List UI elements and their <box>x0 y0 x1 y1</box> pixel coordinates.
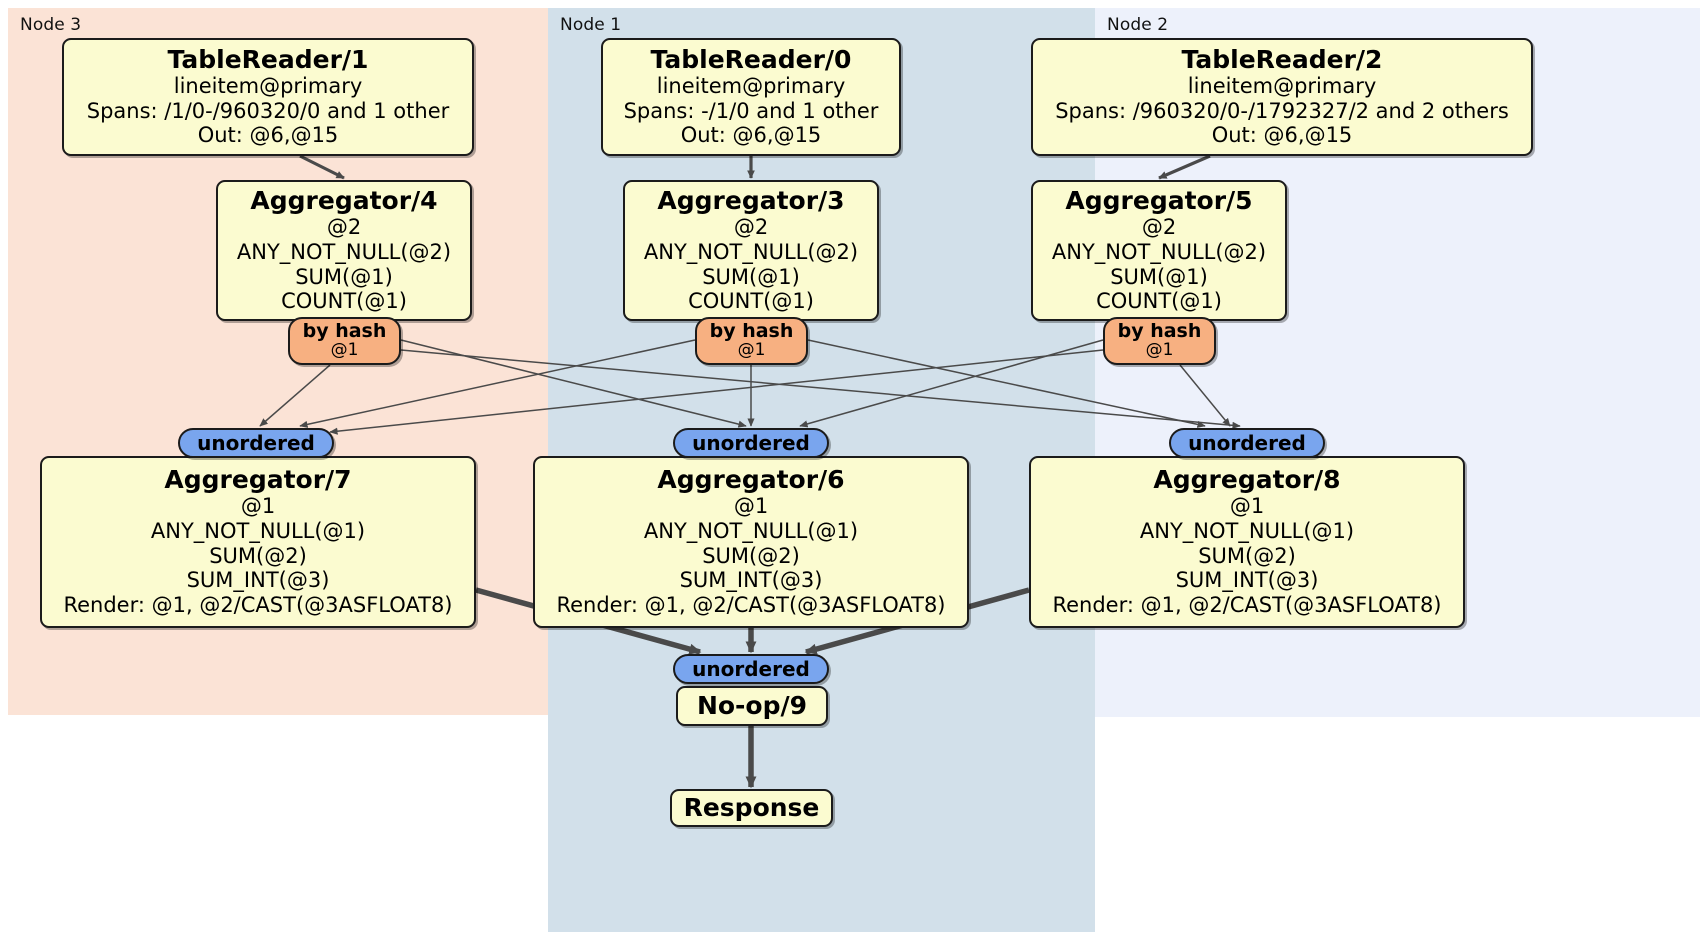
router-pill-hash3[interactable]: by hash@1 <box>695 317 808 365</box>
plan-node-detail-line: Render: @1, @2/CAST(@3ASFLOAT8) <box>556 593 946 618</box>
plan-node-title: TableReader/0 <box>650 44 852 74</box>
edge-tablereader2-to-aggregator5 <box>1158 154 1211 180</box>
plan-node-detail-line: SUM_INT(@3) <box>186 568 330 593</box>
plan-node-detail-line: SUM(@2) <box>702 543 800 568</box>
node-region-label-node2: Node 2 <box>1107 15 1169 35</box>
plan-node-detail-line: Render: @1, @2/CAST(@3ASFLOAT8) <box>1052 593 1442 618</box>
plan-node-title: No-op/9 <box>696 691 808 720</box>
plan-node-detail-line: lineitem@primary <box>173 73 363 98</box>
edge-hash3-to-unordered7 <box>299 339 696 428</box>
plan-node-title: Aggregator/6 <box>657 465 845 495</box>
router-pill-title: by hash <box>1117 320 1202 343</box>
router-pill-title: unordered <box>1188 430 1306 455</box>
plan-node-title: Aggregator/7 <box>164 465 352 495</box>
edge-hash5-to-unordered6 <box>799 339 1104 428</box>
plan-node-detail-line: Out: @6,@15 <box>1211 123 1353 148</box>
router-pill-title: by hash <box>709 320 794 343</box>
router-pill-hash5[interactable]: by hash@1 <box>1103 317 1216 365</box>
plan-node-detail-line: Out: @6,@15 <box>197 123 339 148</box>
edge-hash4-to-unordered7 <box>259 364 331 427</box>
plan-node-detail-line: COUNT(@1) <box>688 289 814 314</box>
plan-node-detail-line: ANY_NOT_NULL(@1) <box>1139 518 1355 543</box>
edge-hash5-to-unordered8 <box>1179 364 1231 427</box>
plan-node-detail-line: ANY_NOT_NULL(@1) <box>643 518 859 543</box>
plan-node-detail-line: COUNT(@1) <box>281 289 407 314</box>
edge-hash4-to-unordered6 <box>400 339 747 428</box>
router-pill-subtitle: @1 <box>330 340 359 361</box>
node-region-label-node1: Node 1 <box>560 15 622 35</box>
plan-node-title: Response <box>683 793 820 822</box>
plan-node-detail-line: lineitem@primary <box>656 73 846 98</box>
router-pill-title: unordered <box>197 430 315 455</box>
plan-node-detail-line: SUM(@2) <box>1198 543 1296 568</box>
plan-node-detail-line: SUM(@1) <box>702 264 800 289</box>
node-region-label-node3: Node 3 <box>20 15 82 35</box>
plan-node-detail-line: lineitem@primary <box>1187 73 1377 98</box>
plan-node-detail-line: @1 <box>240 494 276 519</box>
router-pill-unordered6[interactable]: unordered <box>673 428 829 458</box>
plan-node-detail-line: Spans: /1/0-/960320/0 and 1 other <box>86 98 450 123</box>
plan-node-detail-line: ANY_NOT_NULL(@2) <box>1051 239 1267 264</box>
plan-node-title: TableReader/2 <box>1181 44 1383 74</box>
plan-node-noop9[interactable]: No-op/9 <box>676 686 828 726</box>
plan-node-detail-line: Spans: -/1/0 and 1 other <box>623 98 879 123</box>
plan-node-title: Aggregator/5 <box>1065 185 1253 215</box>
plan-node-detail-line: @1 <box>1229 494 1265 519</box>
plan-node-detail-line: SUM(@1) <box>295 264 393 289</box>
plan-node-response[interactable]: Response <box>670 789 833 827</box>
plan-node-detail-line: SUM(@2) <box>209 543 307 568</box>
plan-node-detail-line: @2 <box>733 214 769 239</box>
router-pill-unordered8[interactable]: unordered <box>1169 428 1325 458</box>
router-pill-title: unordered <box>692 430 810 455</box>
router-pill-hash4[interactable]: by hash@1 <box>288 317 401 365</box>
router-pill-title: by hash <box>302 320 387 343</box>
plan-node-detail-line: ANY_NOT_NULL(@1) <box>150 518 366 543</box>
router-pill-subtitle: @1 <box>737 340 766 361</box>
plan-node-title: Aggregator/8 <box>1153 465 1341 495</box>
plan-node-detail-line: ANY_NOT_NULL(@2) <box>236 239 452 264</box>
edge-hash4-to-unordered8 <box>400 349 1241 429</box>
plan-node-detail-line: Render: @1, @2/CAST(@3ASFLOAT8) <box>63 593 453 618</box>
router-pill-title: unordered <box>692 656 810 681</box>
router-pill-unordered7[interactable]: unordered <box>178 428 334 458</box>
plan-node-detail-line: Out: @6,@15 <box>680 123 822 148</box>
router-pill-subtitle: @1 <box>1145 340 1174 361</box>
edge-hash3-to-unordered8 <box>807 339 1206 428</box>
plan-node-detail-line: @2 <box>326 214 362 239</box>
plan-node-title: Aggregator/4 <box>250 185 438 215</box>
plan-node-detail-line: @2 <box>1141 214 1177 239</box>
plan-node-detail-line: @1 <box>733 494 769 519</box>
plan-node-detail-line: SUM_INT(@3) <box>679 568 823 593</box>
plan-node-detail-line: Spans: /960320/0-/1792327/2 and 2 others <box>1055 98 1509 123</box>
plan-node-title: Aggregator/3 <box>657 185 845 215</box>
edge-hash5-to-unordered7 <box>329 349 1104 435</box>
plan-node-detail-line: SUM(@1) <box>1110 264 1208 289</box>
edge-tablereader1-to-aggregator4 <box>299 154 345 180</box>
plan-node-title: TableReader/1 <box>167 44 369 74</box>
plan-node-detail-line: COUNT(@1) <box>1096 289 1222 314</box>
plan-node-detail-line: ANY_NOT_NULL(@2) <box>643 239 859 264</box>
router-pill-unordered9[interactable]: unordered <box>673 654 829 684</box>
plan-node-detail-line: SUM_INT(@3) <box>1175 568 1319 593</box>
